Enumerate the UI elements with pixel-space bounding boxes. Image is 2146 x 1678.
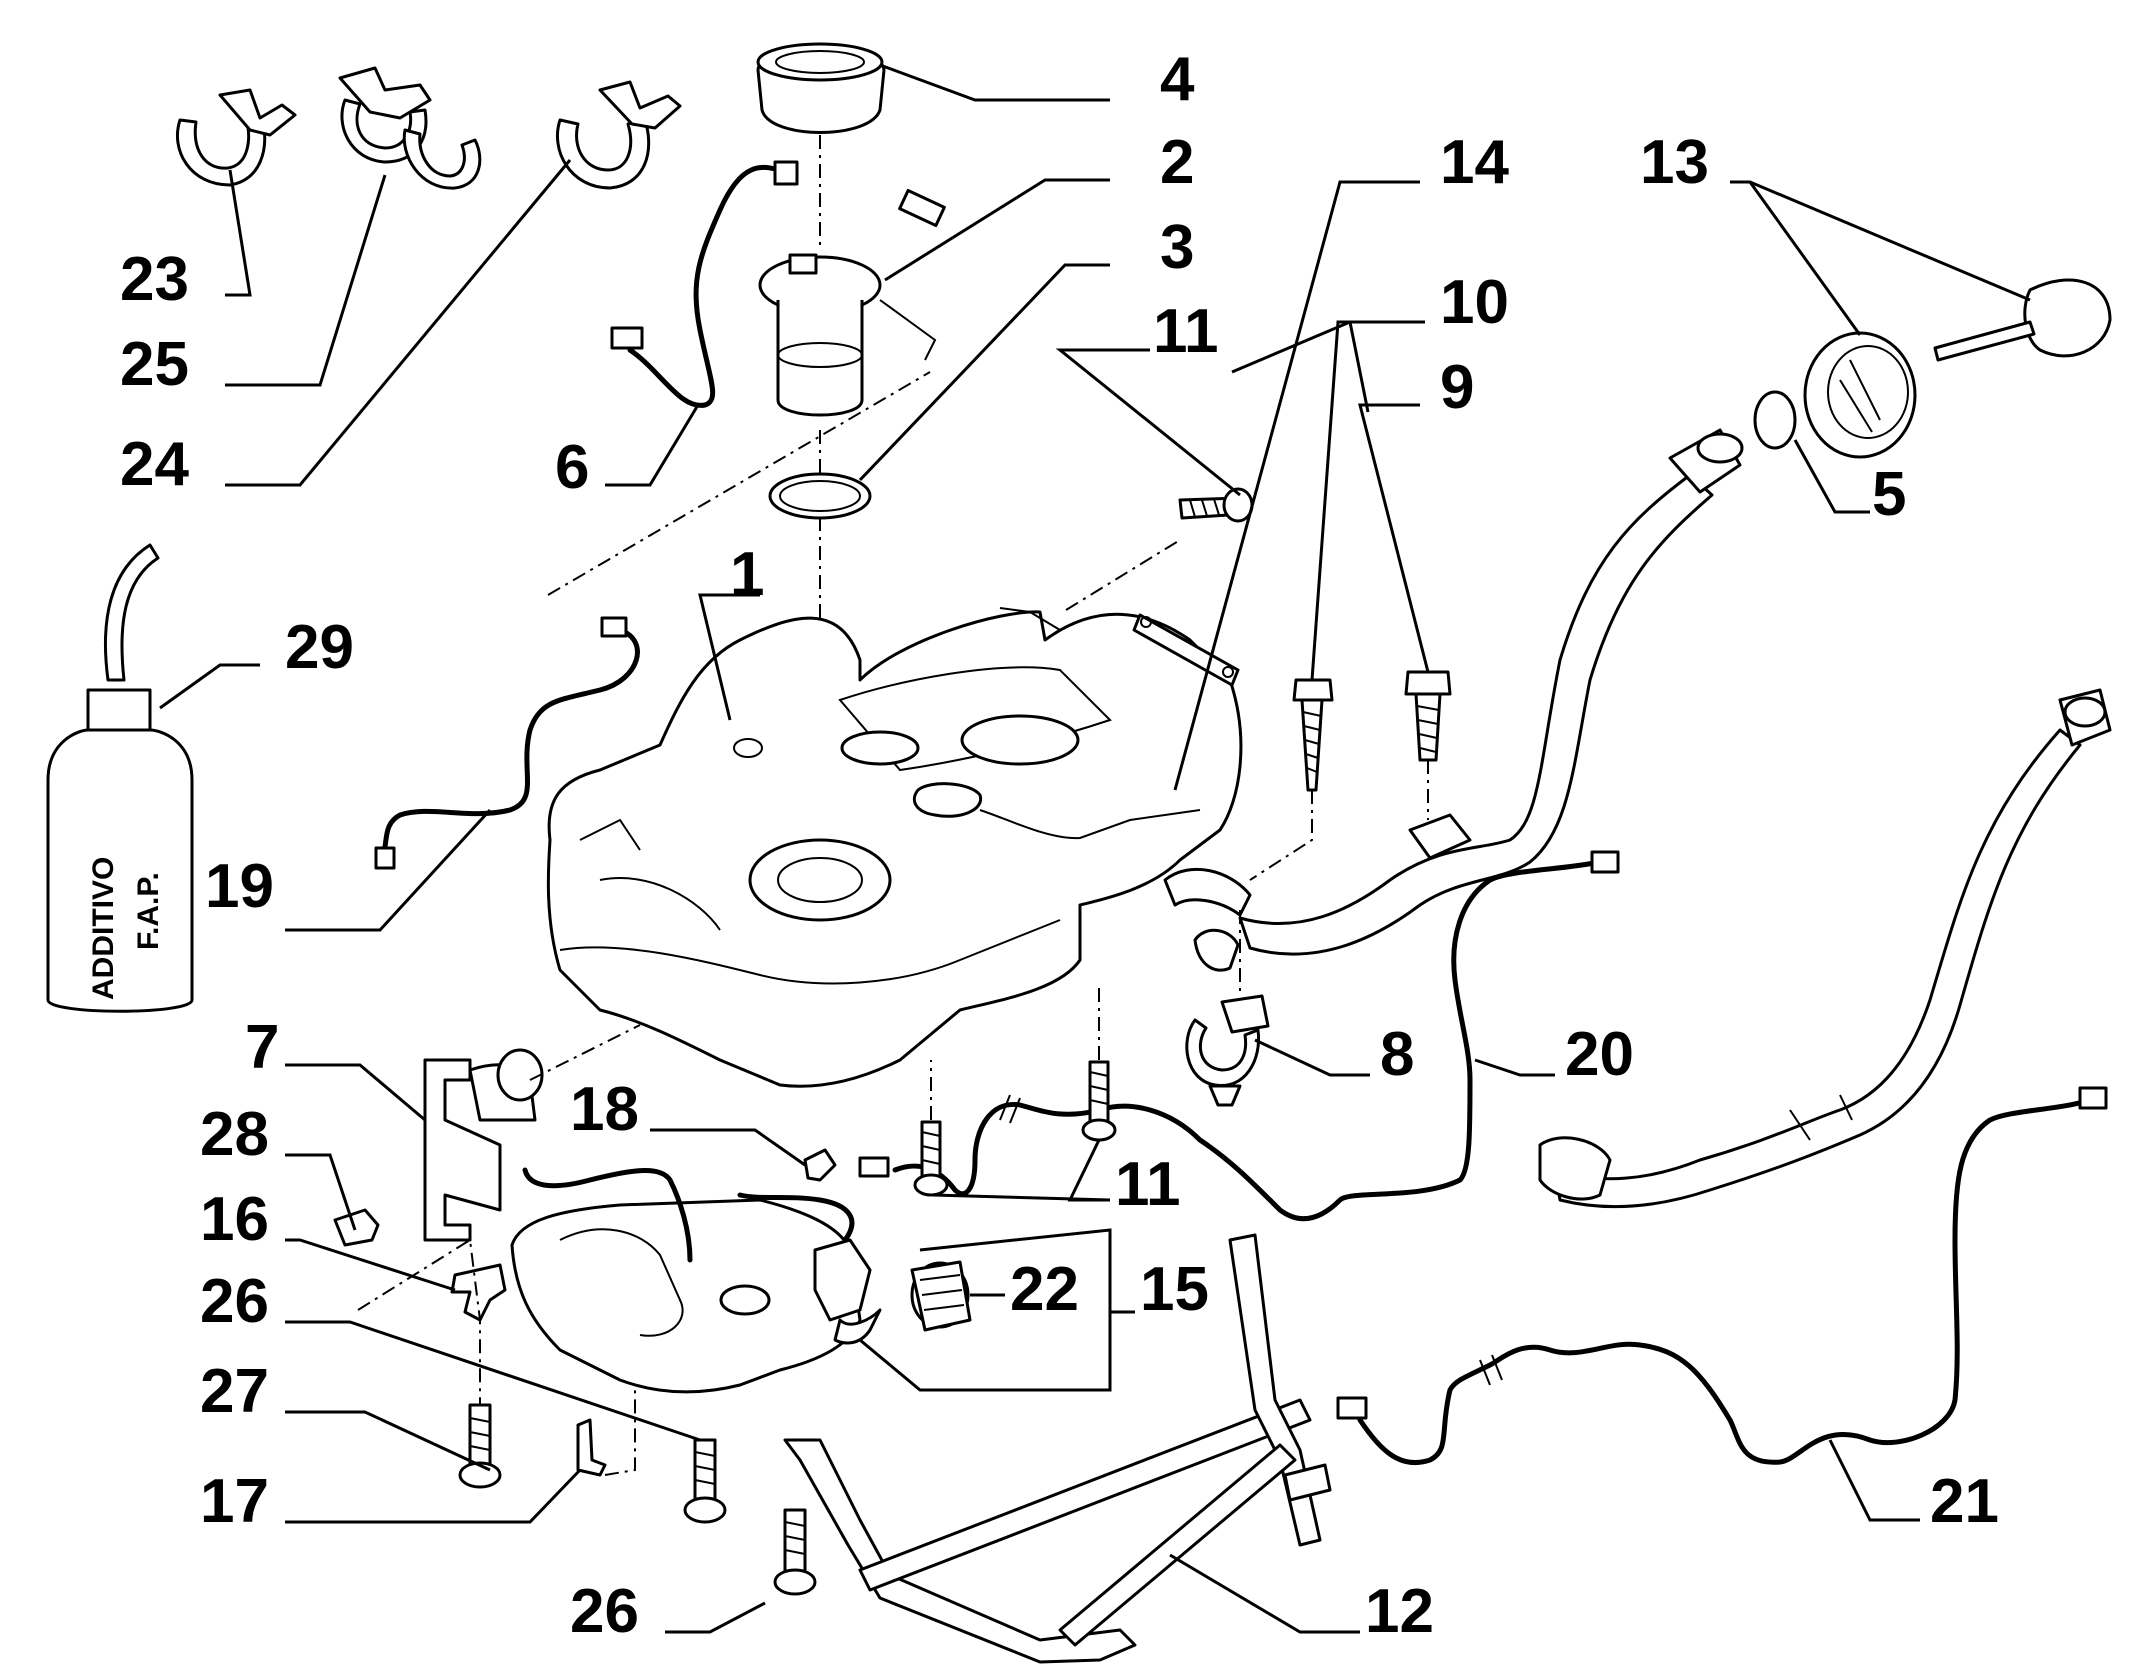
callout-labels: 4 2 3 11 14 10 9 13 5 6 1 23 25 24 29 19… bbox=[120, 45, 1999, 1646]
callout-1: 1 bbox=[730, 540, 764, 609]
part-bolt-10 bbox=[1292, 678, 1334, 792]
callout-6: 6 bbox=[555, 433, 589, 502]
leader-lines bbox=[159, 63, 2031, 1634]
part-bolt-9 bbox=[1404, 670, 1452, 762]
part-bolt-11-lower bbox=[1081, 1060, 1117, 1142]
part-clip-23 bbox=[175, 88, 297, 187]
callout-24: 24 bbox=[120, 430, 189, 499]
bottle-label-line2: F.A.P. bbox=[132, 872, 165, 950]
part-o-ring-5 bbox=[1753, 390, 1797, 450]
callout-23: 23 bbox=[120, 245, 189, 314]
part-bolt-11-lower-b bbox=[913, 1120, 949, 1197]
callout-11-lower: 11 bbox=[1115, 1150, 1181, 1219]
callout-21: 21 bbox=[1930, 1467, 1999, 1536]
part-filler-pipe-alt bbox=[1538, 688, 2112, 1209]
part-clip-25 bbox=[338, 66, 482, 190]
part-harness-21 bbox=[1336, 1086, 2108, 1466]
axis-line-7 bbox=[529, 1024, 641, 1081]
callout-26-lower: 26 bbox=[570, 1577, 639, 1646]
part-additive-bottle: ADDITIVO F.A.P. bbox=[46, 543, 194, 1013]
part-fuel-tank bbox=[546, 607, 1252, 1088]
callout-13: 13 bbox=[1640, 128, 1709, 197]
callout-5: 5 bbox=[1872, 460, 1906, 529]
part-ring-nut bbox=[756, 42, 886, 134]
part-bolt-11-upper bbox=[1178, 487, 1254, 523]
part-fuel-pump bbox=[758, 188, 946, 417]
bottle-label-line1: ADDITIVO bbox=[87, 857, 120, 1000]
part-fuel-cap-13 bbox=[1803, 331, 1917, 459]
part-bolt-27 bbox=[458, 1403, 502, 1489]
axis-line-11 bbox=[1065, 539, 1181, 611]
part-filler-pipe bbox=[1193, 428, 1744, 972]
part-pump-wiring bbox=[610, 160, 799, 408]
part-key-13 bbox=[1933, 278, 2112, 362]
part-pump-22 bbox=[910, 1260, 972, 1332]
part-strap-14 bbox=[1132, 613, 1240, 687]
axis-line-16 bbox=[357, 1238, 481, 1405]
callout-3: 3 bbox=[1160, 213, 1194, 282]
callout-16: 16 bbox=[200, 1185, 269, 1254]
part-seal-ring bbox=[768, 472, 872, 520]
callout-28: 28 bbox=[200, 1100, 269, 1169]
callout-15: 15 bbox=[1140, 1255, 1209, 1324]
callout-9: 9 bbox=[1440, 353, 1474, 422]
callout-14: 14 bbox=[1440, 128, 1509, 197]
callout-12: 12 bbox=[1365, 1577, 1434, 1646]
callout-19: 19 bbox=[205, 852, 274, 921]
callout-22: 22 bbox=[1010, 1255, 1079, 1324]
callout-25: 25 bbox=[120, 330, 189, 399]
part-harness-20 bbox=[858, 850, 1620, 1222]
callout-2: 2 bbox=[1160, 128, 1194, 197]
part-bracket-17 bbox=[576, 1418, 607, 1477]
callout-29: 29 bbox=[285, 613, 354, 682]
callout-27: 27 bbox=[200, 1357, 269, 1426]
part-clip-8 bbox=[1185, 994, 1270, 1107]
part-harness-19 bbox=[374, 616, 640, 870]
axis-line-17 bbox=[604, 1350, 636, 1476]
part-bolt-26-lower bbox=[773, 1508, 817, 1596]
part-frame-12 bbox=[783, 1233, 1332, 1664]
part-additive-tank-15 bbox=[510, 1167, 882, 1394]
callout-4: 4 bbox=[1160, 45, 1195, 114]
part-clip-18 bbox=[803, 1148, 837, 1182]
callout-17: 17 bbox=[200, 1467, 269, 1536]
callout-20: 20 bbox=[1565, 1020, 1634, 1089]
callout-18: 18 bbox=[570, 1075, 639, 1144]
axis-line-10 bbox=[1249, 790, 1313, 881]
callout-8: 8 bbox=[1380, 1020, 1414, 1089]
callout-10: 10 bbox=[1440, 268, 1509, 337]
axis-line-11-lower bbox=[930, 985, 1100, 1120]
part-bolt-26-middle bbox=[683, 1438, 727, 1524]
callout-26-middle: 26 bbox=[200, 1267, 269, 1336]
part-bracket-7 bbox=[423, 1048, 544, 1242]
part-nut-28 bbox=[333, 1208, 380, 1247]
axis-line-19 bbox=[547, 371, 931, 596]
part-clip-24 bbox=[555, 80, 682, 190]
callout-11-upper: 11 bbox=[1153, 297, 1219, 366]
callout-7: 7 bbox=[245, 1013, 279, 1082]
